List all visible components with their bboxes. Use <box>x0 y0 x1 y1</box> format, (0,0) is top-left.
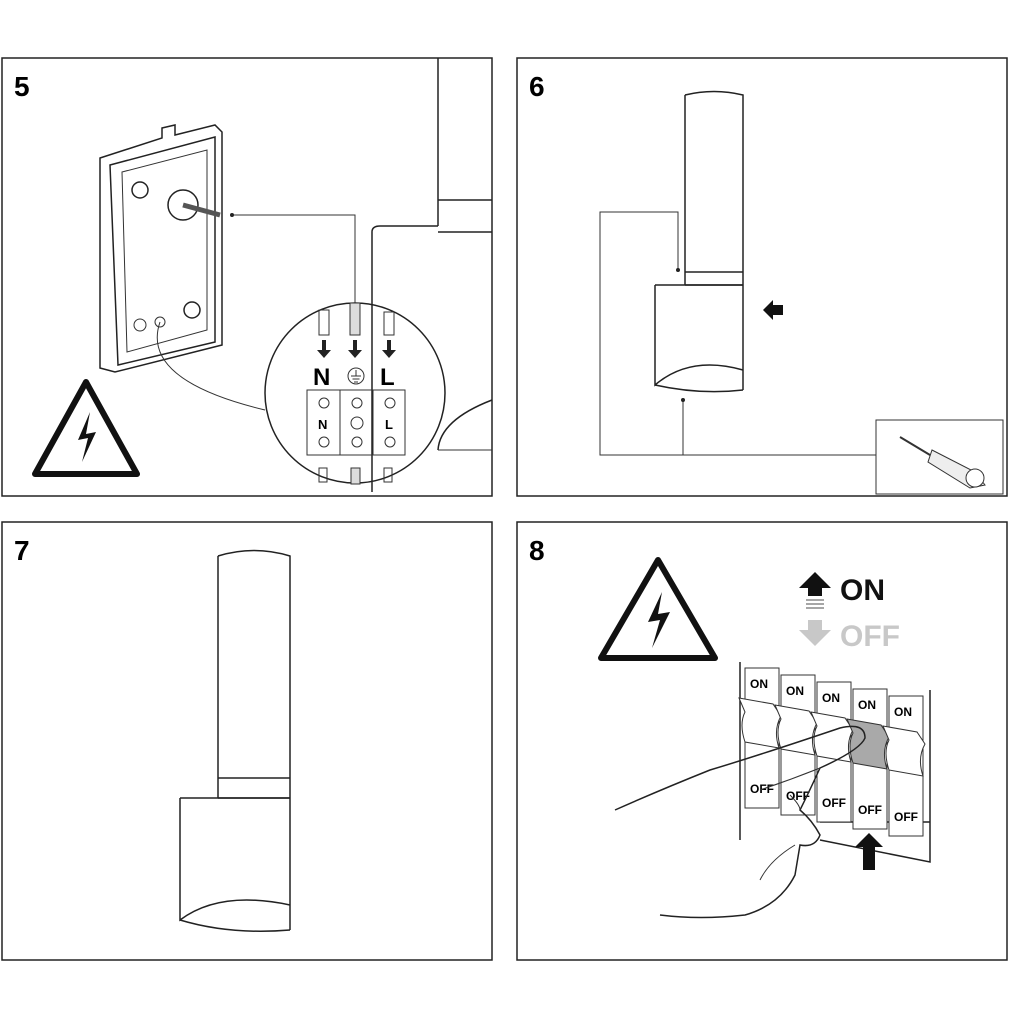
screw-hole-icon <box>183 301 201 319</box>
screwdriver-inset <box>875 419 1004 495</box>
breaker-off-label: OFF <box>894 810 918 824</box>
breaker-lever[interactable] <box>882 725 926 777</box>
step-6-panel: 6 <box>516 57 1008 497</box>
breaker-lever[interactable] <box>846 718 890 770</box>
panel-border <box>1 57 493 497</box>
breaker-on-label: ON <box>786 684 804 698</box>
arrow-up-icon <box>855 833 883 870</box>
cable-entry <box>167 189 199 221</box>
terminal-l-label: L <box>385 417 393 432</box>
breaker-on-label: ON <box>894 705 912 719</box>
arrow-down-icon <box>799 620 831 646</box>
screwdriver-icon <box>899 436 936 459</box>
panel-border <box>516 521 1008 961</box>
off-label: OFF <box>840 620 900 653</box>
breaker-on-label: ON <box>822 691 840 705</box>
circuit-breaker-switch[interactable]: ON OFF <box>774 674 818 816</box>
step-number: 8 <box>529 535 545 566</box>
panel-border <box>1 521 493 961</box>
terminal-n-label: N <box>318 417 327 432</box>
lamp-partial <box>371 58 493 492</box>
electrical-hazard-warning-icon <box>598 557 718 661</box>
arrow-up-icon <box>799 572 831 596</box>
step-number: 7 <box>14 535 30 566</box>
breaker-off-label: OFF <box>786 789 810 803</box>
on-label: ON <box>840 574 885 607</box>
arrow-left-icon <box>763 300 783 320</box>
step-number: 5 <box>14 71 30 102</box>
circuit-breaker-switch[interactable]: ON OFF <box>846 688 890 830</box>
step-number: 6 <box>529 71 545 102</box>
neutral-label: N <box>313 364 330 391</box>
step-7-panel: 7 <box>1 521 493 961</box>
wire <box>599 211 876 456</box>
earth-icon <box>133 318 147 332</box>
terminal-block-detail: N L N L <box>264 302 446 485</box>
step-5-panel: 5 <box>1 57 493 497</box>
circuit-breaker-switch[interactable]: ON OFF <box>882 695 926 837</box>
wire <box>232 214 356 305</box>
breaker-off-label: OFF <box>822 796 846 810</box>
breaker-off-label: OFF <box>858 803 882 817</box>
breaker-on-label: ON <box>750 677 768 691</box>
panel-border <box>516 57 1008 497</box>
earth-symbol-icon <box>347 367 365 385</box>
hand-pushing-switch <box>614 725 866 919</box>
wall-lamp <box>654 90 744 393</box>
breaker-on-label: ON <box>858 698 876 712</box>
breaker-lever[interactable] <box>810 711 854 763</box>
breaker-lever[interactable] <box>774 704 818 756</box>
mounting-plate <box>99 124 266 411</box>
installed-wall-lamp <box>179 549 291 932</box>
circuit-breaker-switch[interactable]: ON OFF <box>810 681 854 823</box>
electrical-hazard-warning-icon <box>32 379 140 477</box>
screw-hole-icon <box>131 181 149 199</box>
live-label: L <box>380 364 395 391</box>
